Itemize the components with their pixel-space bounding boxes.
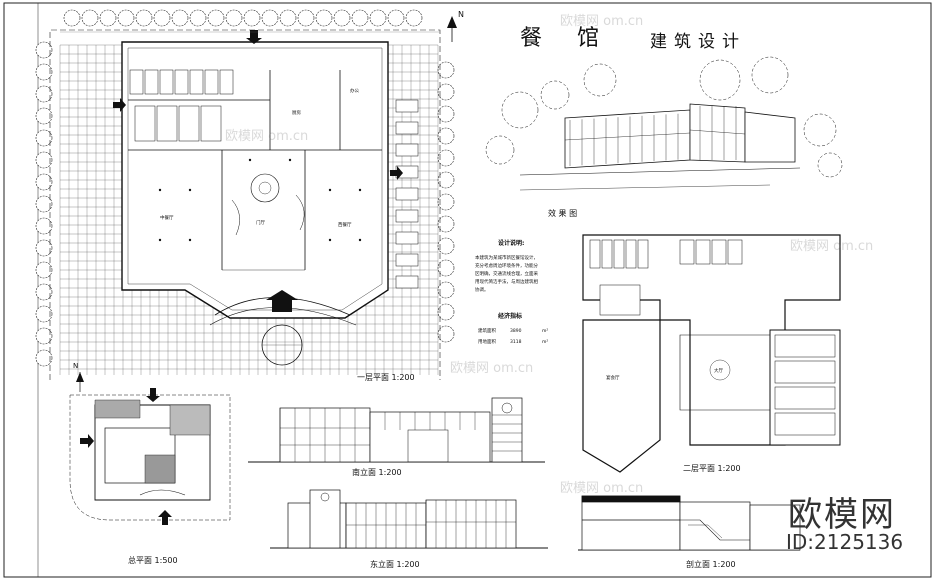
caption-east-elevation: 东立面 1:200 — [370, 560, 420, 569]
room-label: 厨房 — [292, 111, 301, 116]
entry-arrow-left — [113, 98, 126, 112]
caption-perspective: 效 果 图 — [548, 209, 578, 218]
room-label: 宴会厅 — [606, 376, 620, 381]
perspective-windows — [564, 106, 746, 166]
sheet-subtitle: 建筑设计 — [650, 32, 746, 52]
entry-arrow-top — [246, 30, 262, 44]
north-label-site: N — [73, 362, 79, 370]
entry-arrow-right — [390, 166, 403, 180]
column-grid — [158, 158, 362, 242]
indicator-value: 3890 — [510, 329, 522, 334]
watermark-logo: 欧模网 — [788, 495, 896, 535]
design-note-line: 本建筑为某城市新区餐馆设计， — [475, 256, 538, 261]
indicator-label: 用地面积 — [478, 340, 496, 345]
indicators-heading: 经济指标 — [498, 313, 523, 320]
north-arrow-main — [447, 16, 457, 42]
watermark-faint: 欧模网 om.cn — [560, 481, 644, 496]
site-plan — [69, 394, 231, 521]
watermark-faint: 欧模网 om.cn — [450, 361, 534, 376]
indicator-unit: m² — [542, 329, 549, 334]
watermark-faint: 欧模网 om.cn — [560, 14, 644, 29]
design-note-line: 区明确，交通流线合理，立面采 — [475, 272, 538, 277]
room-label: 西餐厅 — [338, 223, 352, 228]
design-note-line: 用现代简洁手法，与周边建筑相 — [475, 280, 538, 285]
indicator-label: 建筑面积 — [478, 329, 496, 334]
f2-banquet-outline — [582, 319, 661, 473]
perspective-view — [485, 56, 843, 191]
watermark-faint: 欧模网 om.cn — [225, 129, 309, 144]
room-label: 办公 — [350, 89, 359, 94]
sheet-border — [3, 2, 932, 578]
property-line — [49, 29, 441, 380]
room-label: 门厅 — [256, 221, 265, 226]
f2-core — [679, 334, 771, 411]
caption-south-elevation: 南立面 1:200 — [352, 468, 402, 477]
second-floor-plan — [582, 234, 841, 473]
watermark-faint: 欧模网 om.cn — [790, 239, 874, 254]
section-elevation — [578, 495, 801, 551]
caption-floor1: 一层平面 1:200 — [357, 373, 415, 382]
site-arrow-bottom — [158, 510, 172, 525]
tree-row-left — [35, 41, 53, 367]
north-arrow-site — [76, 372, 84, 392]
site-arrow-top — [146, 388, 160, 402]
watermark-id: ID:2125136 — [786, 530, 904, 554]
caption-floor2: 二层平面 1:200 — [683, 464, 741, 473]
south-elevation — [248, 397, 545, 463]
east-elevation-windows — [345, 500, 516, 548]
indicator-unit: m² — [542, 340, 549, 345]
south-elevation-windows — [279, 408, 522, 462]
entrance-arrow — [266, 290, 298, 312]
parking-stalls — [395, 99, 419, 289]
indicator-value: 3118 — [510, 340, 522, 345]
design-note-line: 充分考虑周边环境条件，功能分 — [475, 264, 538, 269]
f2-room-cells — [589, 239, 836, 436]
room-label: 中餐厅 — [160, 216, 174, 221]
caption-section: 剖立面 1:200 — [686, 560, 736, 569]
room-label: 大厅 — [714, 369, 723, 374]
design-notes-heading: 设计说明: — [498, 240, 525, 247]
sheet-title: 餐 馆 — [520, 26, 613, 51]
perspective-trees — [485, 56, 843, 178]
north-label-main: N — [458, 10, 464, 19]
kitchen-cells — [129, 69, 234, 142]
east-elevation — [270, 489, 548, 549]
site-arrow-left — [80, 434, 94, 448]
tree-row-top — [63, 9, 423, 27]
caption-site: 总平面 1:500 — [128, 556, 178, 565]
design-note-line: 协调。 — [475, 288, 489, 293]
first-floor-plan — [35, 9, 455, 380]
tree-row-right — [437, 61, 455, 343]
